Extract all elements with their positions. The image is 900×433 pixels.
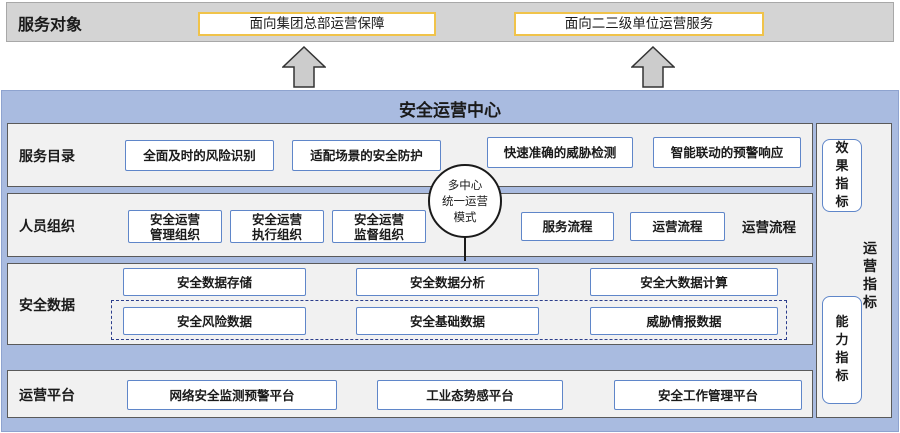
service-catalog-label: 服务目录 <box>19 149 75 165</box>
process-operations: 运营流程 <box>630 212 725 241</box>
catalog-item: 适配场景的安全防护 <box>292 140 441 171</box>
org-management: 安全运营 管理组织 <box>128 210 222 243</box>
effect-indicator: 效 果 指 标 <box>822 139 862 212</box>
indicator-char: 指 <box>863 277 877 293</box>
indicator-char: 标 <box>835 194 849 210</box>
data-source-group <box>111 300 787 340</box>
service-object-title: 服务对象 <box>18 15 83 34</box>
up-arrow-icon <box>282 46 326 88</box>
multi-center-hub: 多中心 统一运营 模式 <box>428 164 502 238</box>
soc-title: 安全运营中心 <box>399 101 501 121</box>
indicator-char: 果 <box>835 158 849 174</box>
indicator-char: 标 <box>863 295 877 311</box>
indicator-char: 标 <box>835 369 849 384</box>
org-line: 管理组织 <box>149 226 200 242</box>
org-line: 安全运营 <box>353 211 404 227</box>
org-line: 监督组织 <box>353 226 404 242</box>
hub-line: 统一运营 <box>442 194 488 208</box>
platform-label: 运营平台 <box>19 388 75 404</box>
indicator-char: 指 <box>835 176 849 192</box>
hub-connector <box>464 237 466 261</box>
org-line: 安全运营 <box>251 211 302 227</box>
target-group-hq: 面向集团总部运营保障 <box>198 12 436 36</box>
ops-indicator-label: 运 营 指 标 <box>860 240 880 312</box>
org-line: 安全运营 <box>149 211 200 227</box>
data-source: 安全风险数据 <box>123 307 306 335</box>
indicator-char: 能 <box>835 315 849 330</box>
process-label: 运营流程 <box>742 220 796 236</box>
capability-indicator: 能 力 指 标 <box>822 296 862 404</box>
indicator-char: 效 <box>835 140 849 156</box>
hub-line: 多中心 <box>447 178 483 192</box>
up-arrow-icon <box>631 46 675 88</box>
target-sub-units: 面向二三级单位运营服务 <box>514 12 764 36</box>
platform-item: 安全工作管理平台 <box>614 380 802 410</box>
hub-line: 模式 <box>453 210 477 224</box>
indicator-char: 力 <box>835 333 849 348</box>
platform-item: 工业态势感平台 <box>377 380 563 410</box>
platform-item: 网络安全监测预警平台 <box>127 380 337 410</box>
data-capability: 安全大数据计算 <box>590 268 778 296</box>
process-service: 服务流程 <box>521 212 614 241</box>
catalog-item: 快速准确的威胁检测 <box>487 137 633 168</box>
data-source: 安全基础数据 <box>356 307 539 335</box>
data-source: 威胁情报数据 <box>590 307 778 335</box>
data-capability: 安全数据存储 <box>123 268 306 296</box>
indicator-char: 运 <box>863 241 877 257</box>
org-supervision: 安全运营 监督组织 <box>332 210 426 243</box>
catalog-item: 全面及时的风险识别 <box>125 140 274 171</box>
indicator-char: 指 <box>835 351 849 366</box>
org-execution: 安全运营 执行组织 <box>230 210 324 243</box>
indicator-char: 营 <box>863 259 877 275</box>
org-line: 执行组织 <box>251 226 302 242</box>
personnel-label: 人员组织 <box>19 219 75 235</box>
security-data-label: 安全数据 <box>19 298 75 314</box>
data-capability: 安全数据分析 <box>356 268 539 296</box>
catalog-item: 智能联动的预警响应 <box>653 137 801 168</box>
